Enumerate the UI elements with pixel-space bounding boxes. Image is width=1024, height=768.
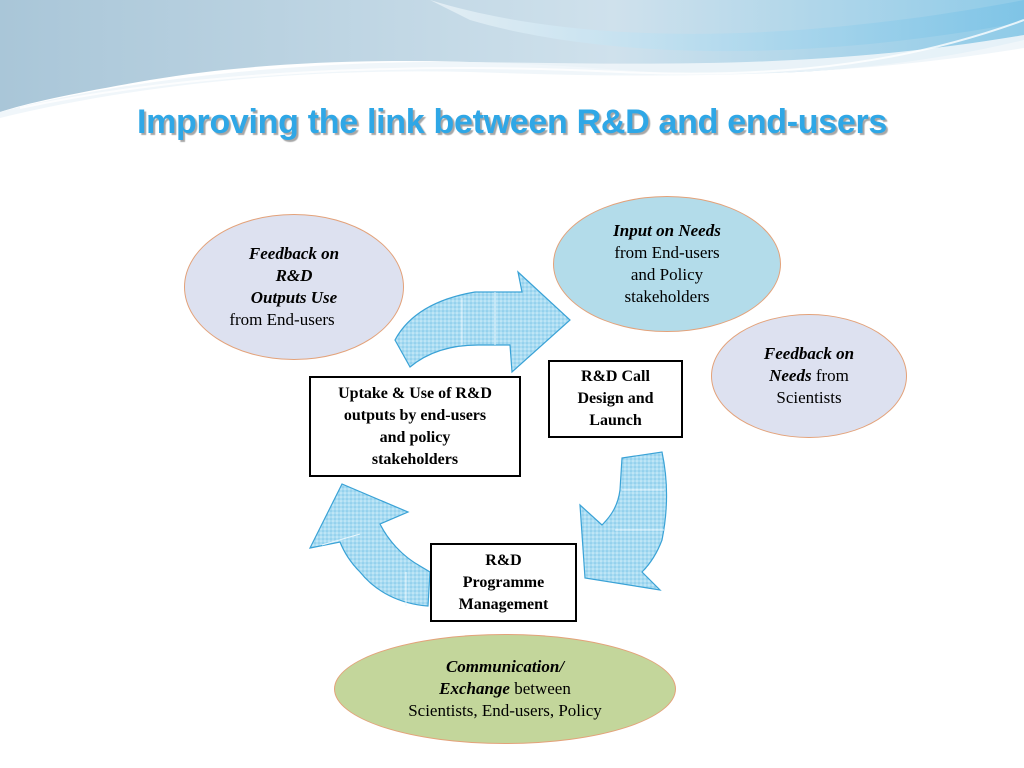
- call-design-line2: Design and: [577, 390, 654, 407]
- arrow-left: [308, 483, 431, 607]
- feedback-outputs-bold-3: Outputs Use: [250, 288, 338, 307]
- arrow-right: [579, 451, 668, 591]
- communication-bold-2: Exchange: [439, 679, 510, 698]
- arrow-top: [394, 270, 571, 374]
- feedback-needs-bold-1: Feedback on: [763, 344, 855, 363]
- ellipse-feedback-needs: Feedback on Needs from Scientists: [711, 314, 907, 438]
- page-title: Improving the link between R&D and end-u…: [136, 103, 888, 141]
- ellipse-communication: Communication/ Exchange between Scientis…: [334, 634, 676, 744]
- ellipse-input-needs: Input on Needs from End-users and Policy…: [553, 196, 781, 332]
- feedback-needs-from: from: [811, 366, 849, 385]
- ellipse-feedback-outputs: Feedback on R&D Outputs Use from End-use…: [184, 214, 404, 360]
- box-programme-management: R&D Programme Management: [430, 543, 577, 622]
- uptake-line4: stakeholders: [371, 450, 459, 468]
- input-needs-line3: stakeholders: [624, 287, 710, 306]
- uptake-line3: and policy: [379, 428, 451, 446]
- communication-line3: Scientists, End-users, Policy: [408, 701, 602, 720]
- input-needs-line1: from End-users: [614, 243, 720, 262]
- feedback-needs-line3: Scientists: [776, 388, 842, 407]
- programme-line3: Management: [458, 595, 549, 613]
- call-design-line1: R&D Call: [581, 368, 650, 385]
- input-needs-line2: and Policy: [630, 265, 704, 284]
- call-design-line3: Launch: [589, 412, 642, 429]
- feedback-outputs-bold-2: R&D: [275, 266, 313, 285]
- programme-line2: Programme: [462, 573, 545, 591]
- input-needs-bold: Input on Needs: [613, 221, 721, 240]
- feedback-outputs-bold-1: Feedback on: [248, 244, 340, 263]
- feedback-needs-bold-2: Needs: [769, 366, 812, 385]
- uptake-line1: Uptake & Use of R&D: [338, 384, 492, 402]
- communication-bold-1: Communication/: [445, 657, 565, 676]
- box-uptake-use: Uptake & Use of R&D outputs by end-users…: [309, 376, 521, 477]
- uptake-line2: outputs by end-users: [343, 406, 487, 424]
- communication-between: between: [509, 679, 571, 698]
- feedback-outputs-normal: from End-users: [229, 310, 335, 329]
- box-call-design: R&D Call Design and Launch: [548, 360, 683, 438]
- programme-line1: R&D: [485, 551, 522, 569]
